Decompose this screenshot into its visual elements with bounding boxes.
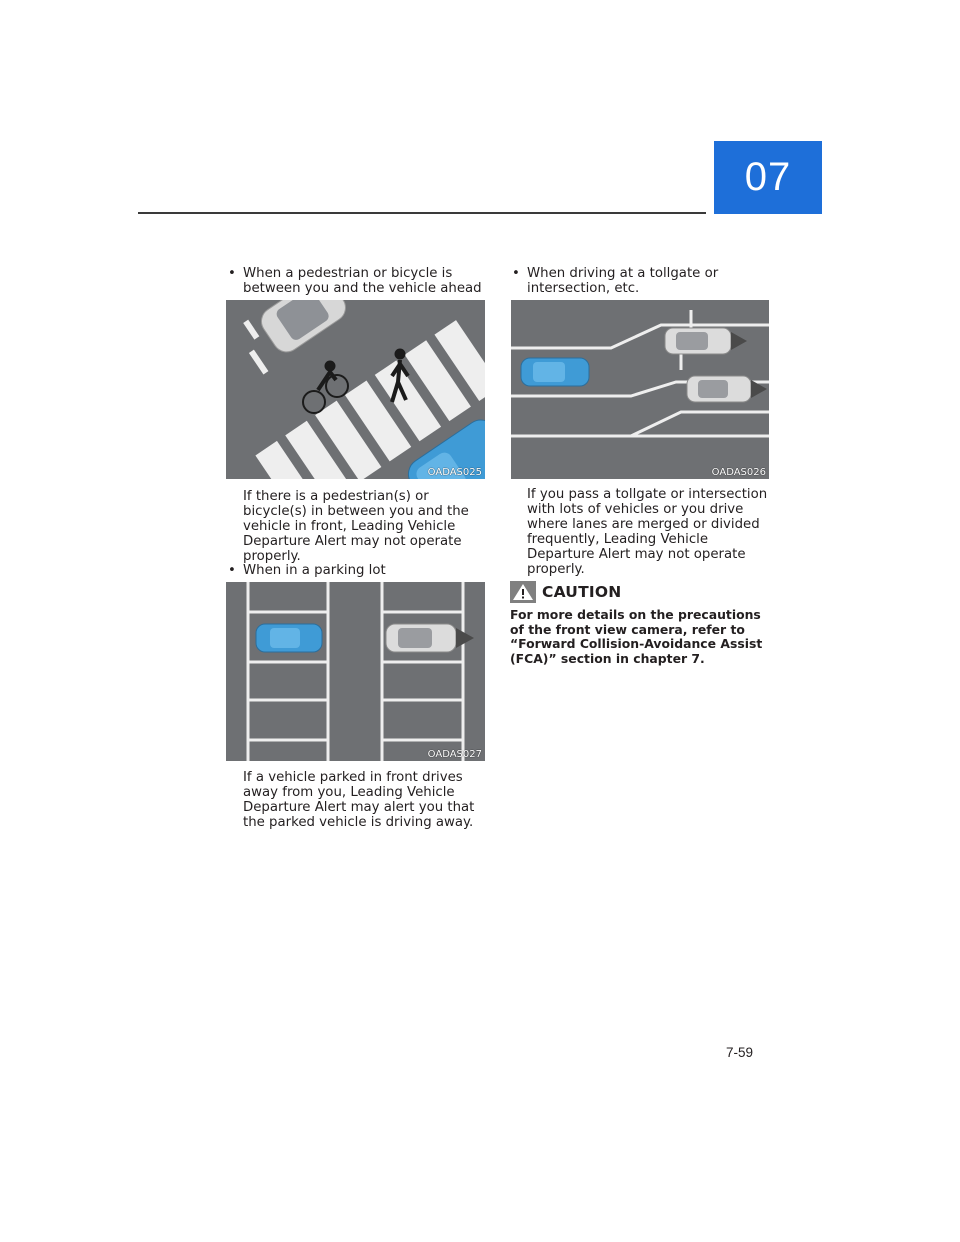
figure-code: OADAS025: [427, 467, 482, 478]
header-rule: [138, 212, 706, 214]
figure-code: OADAS026: [711, 467, 766, 478]
figure-tollgate: OADAS026: [511, 300, 769, 479]
figure-parking-lot: OADAS027: [226, 582, 485, 761]
crosswalk-illustration: [226, 300, 485, 479]
caution-title: CAUTION: [542, 583, 622, 601]
parking-lot-illustration: [226, 582, 485, 761]
bullet-tollgate: When driving at a tollgate or intersecti…: [510, 266, 789, 296]
chapter-number: 07: [744, 155, 792, 199]
paragraph-pedestrian: If there is a pedestrian(s) or bicycle(s…: [243, 489, 469, 564]
caution-header: CAUTION: [510, 581, 621, 603]
tollgate-illustration: [511, 300, 769, 479]
bullet-pedestrian-bicycle: When a pedestrian or bicycle is between …: [226, 266, 505, 296]
chapter-tab: 07: [714, 141, 822, 214]
paragraph-tollgate: If you pass a tollgate or intersection w…: [527, 487, 768, 577]
warning-triangle-icon: [510, 581, 536, 603]
figure-pedestrian-crosswalk: OADAS025: [226, 300, 485, 479]
bullet-parking-lot: When in a parking lot: [226, 563, 505, 578]
figure-code: OADAS027: [427, 749, 482, 760]
caution-text: For more details on the precautions of t…: [510, 607, 763, 666]
paragraph-parking-lot: If a vehicle parked in front drives away…: [243, 770, 475, 830]
page-number: 7-59: [726, 1045, 754, 1060]
